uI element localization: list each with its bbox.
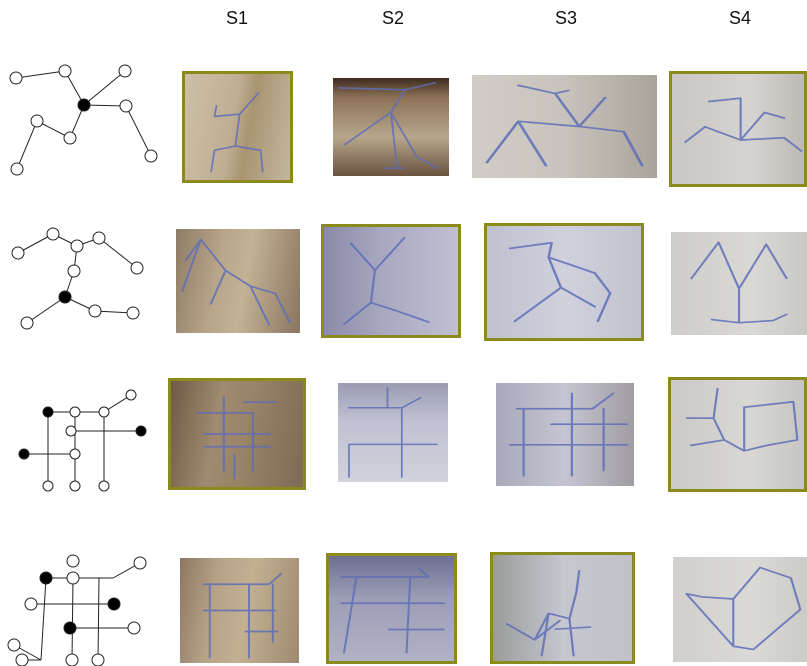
graph-node bbox=[70, 239, 84, 253]
graph-node bbox=[65, 653, 79, 666]
photo-row-3-s2 bbox=[338, 383, 448, 482]
graph-node bbox=[98, 480, 110, 492]
photo-row-4-s2 bbox=[326, 553, 457, 664]
graph-node-filled bbox=[63, 621, 77, 635]
graph-node bbox=[91, 653, 105, 666]
graph-node bbox=[144, 149, 158, 163]
graph-node bbox=[69, 480, 81, 492]
column-header-s1: S1 bbox=[225, 8, 249, 28]
graph-node bbox=[15, 653, 29, 666]
graph-node bbox=[69, 448, 81, 460]
graph-node bbox=[133, 556, 147, 570]
graph-node bbox=[130, 261, 144, 275]
graph-node bbox=[67, 264, 81, 278]
photo-row-4-s1 bbox=[180, 558, 299, 663]
graph-node bbox=[65, 425, 77, 437]
column-header-s3: S3 bbox=[554, 8, 578, 28]
graph-node bbox=[10, 162, 24, 176]
graph-node-filled bbox=[77, 98, 91, 112]
graph-node bbox=[88, 304, 102, 318]
column-header-s2: S2 bbox=[381, 8, 405, 28]
photo-row-3-s4 bbox=[668, 377, 807, 492]
graph-node bbox=[66, 571, 80, 585]
graph-node bbox=[66, 554, 80, 568]
photo-row-3-s1 bbox=[168, 378, 306, 490]
photo-row-2-s1 bbox=[176, 229, 300, 333]
graph-node bbox=[92, 231, 106, 245]
column-header-s4: S4 bbox=[728, 8, 752, 28]
graph-node bbox=[46, 227, 60, 241]
graph-diagram-row-4 bbox=[7, 554, 147, 666]
photo-row-2-s4 bbox=[671, 232, 807, 335]
graph-node bbox=[58, 64, 72, 78]
photo-row-1-s1 bbox=[182, 71, 293, 183]
graph-diagram-row-3 bbox=[18, 389, 147, 492]
graph-diagram-row-1 bbox=[9, 64, 158, 176]
graph-node bbox=[127, 621, 141, 635]
photo-row-1-s4 bbox=[669, 71, 807, 187]
graph-node bbox=[69, 406, 81, 418]
photo-row-2-s3 bbox=[484, 223, 644, 341]
graph-node bbox=[30, 114, 44, 128]
graph-node bbox=[24, 597, 38, 611]
graph-node bbox=[20, 316, 34, 330]
graph-node bbox=[9, 71, 23, 85]
graph-node bbox=[119, 99, 133, 113]
graph-node bbox=[126, 306, 140, 320]
graph-node bbox=[118, 64, 132, 78]
graph-node-filled bbox=[18, 448, 30, 460]
photo-row-2-s2 bbox=[321, 224, 461, 338]
graph-node-filled bbox=[58, 290, 72, 304]
photo-row-1-s3 bbox=[472, 75, 657, 178]
graph-diagram-row-2 bbox=[11, 227, 144, 330]
graph-node-filled bbox=[107, 597, 121, 611]
photo-row-1-s2 bbox=[333, 78, 449, 176]
photo-row-3-s3 bbox=[496, 383, 634, 486]
graph-node bbox=[125, 389, 137, 401]
graph-node bbox=[63, 131, 77, 145]
graph-node-filled bbox=[135, 425, 147, 437]
photo-row-4-s4 bbox=[673, 557, 807, 662]
graph-node bbox=[42, 480, 54, 492]
graph-node-filled bbox=[39, 571, 53, 585]
graph-node bbox=[11, 246, 25, 260]
graph-node bbox=[98, 406, 110, 418]
graph-node bbox=[7, 638, 21, 652]
photo-row-4-s3 bbox=[490, 552, 635, 664]
graph-node-filled bbox=[42, 406, 54, 418]
